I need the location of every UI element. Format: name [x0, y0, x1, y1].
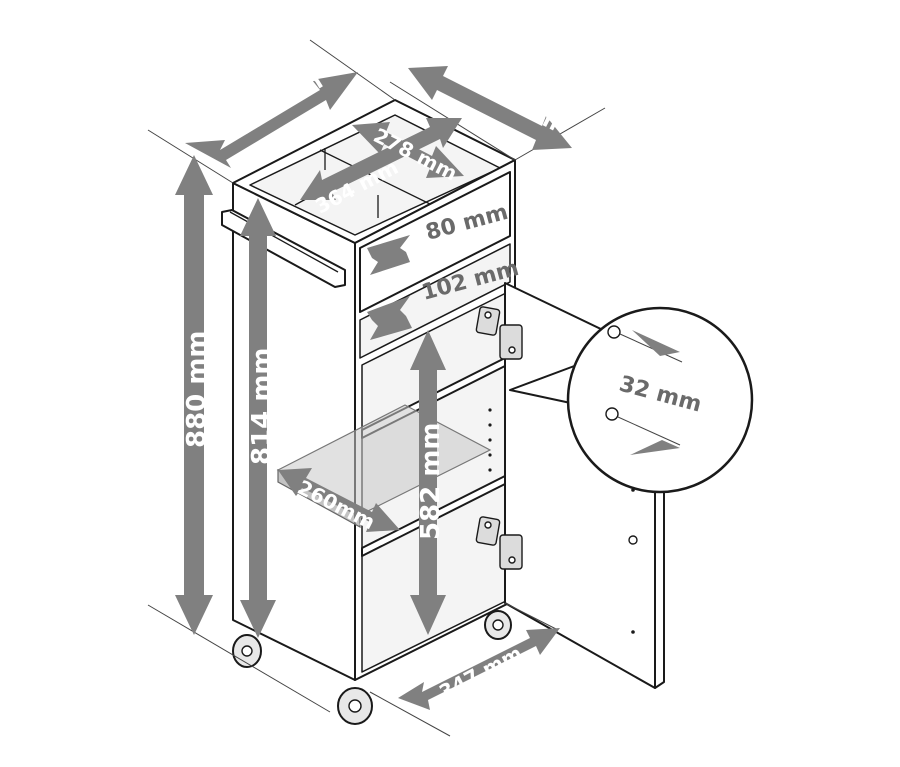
dim-arrow-260 — [278, 468, 400, 532]
hinge-top — [475, 306, 523, 360]
magnifier-callout — [509, 306, 754, 494]
tray-divider — [319, 149, 433, 206]
magnifier-circle — [566, 306, 754, 494]
dim-arrow-364 — [300, 118, 462, 200]
dim-arrow-582 — [410, 330, 446, 635]
dim-arrow-300 — [408, 66, 572, 150]
drawer-front — [359, 171, 511, 313]
extension-lines — [147, 39, 606, 737]
dim-arrow-347 — [398, 628, 560, 710]
label-582: 582 mm — [416, 422, 446, 540]
hinge-bottom — [475, 516, 523, 570]
dim-arrow-401 — [185, 72, 358, 168]
hinge-hole-lower — [605, 407, 619, 421]
arrow-32-top — [632, 330, 680, 356]
door-knob-hole — [628, 535, 638, 545]
label-880: 880 mm — [182, 330, 212, 448]
label-347: 347 mm — [435, 641, 526, 705]
castor-wheels — [232, 610, 512, 725]
dim-arrow-80 — [367, 235, 410, 275]
dim-arrow-102 — [367, 296, 412, 340]
dim-arrow-814 — [240, 198, 276, 638]
hinge-hole-upper — [607, 325, 621, 339]
label-814: 814 mm — [247, 347, 277, 465]
dim-arrow-880 — [175, 155, 213, 635]
arrow-32-bottom — [630, 440, 680, 455]
